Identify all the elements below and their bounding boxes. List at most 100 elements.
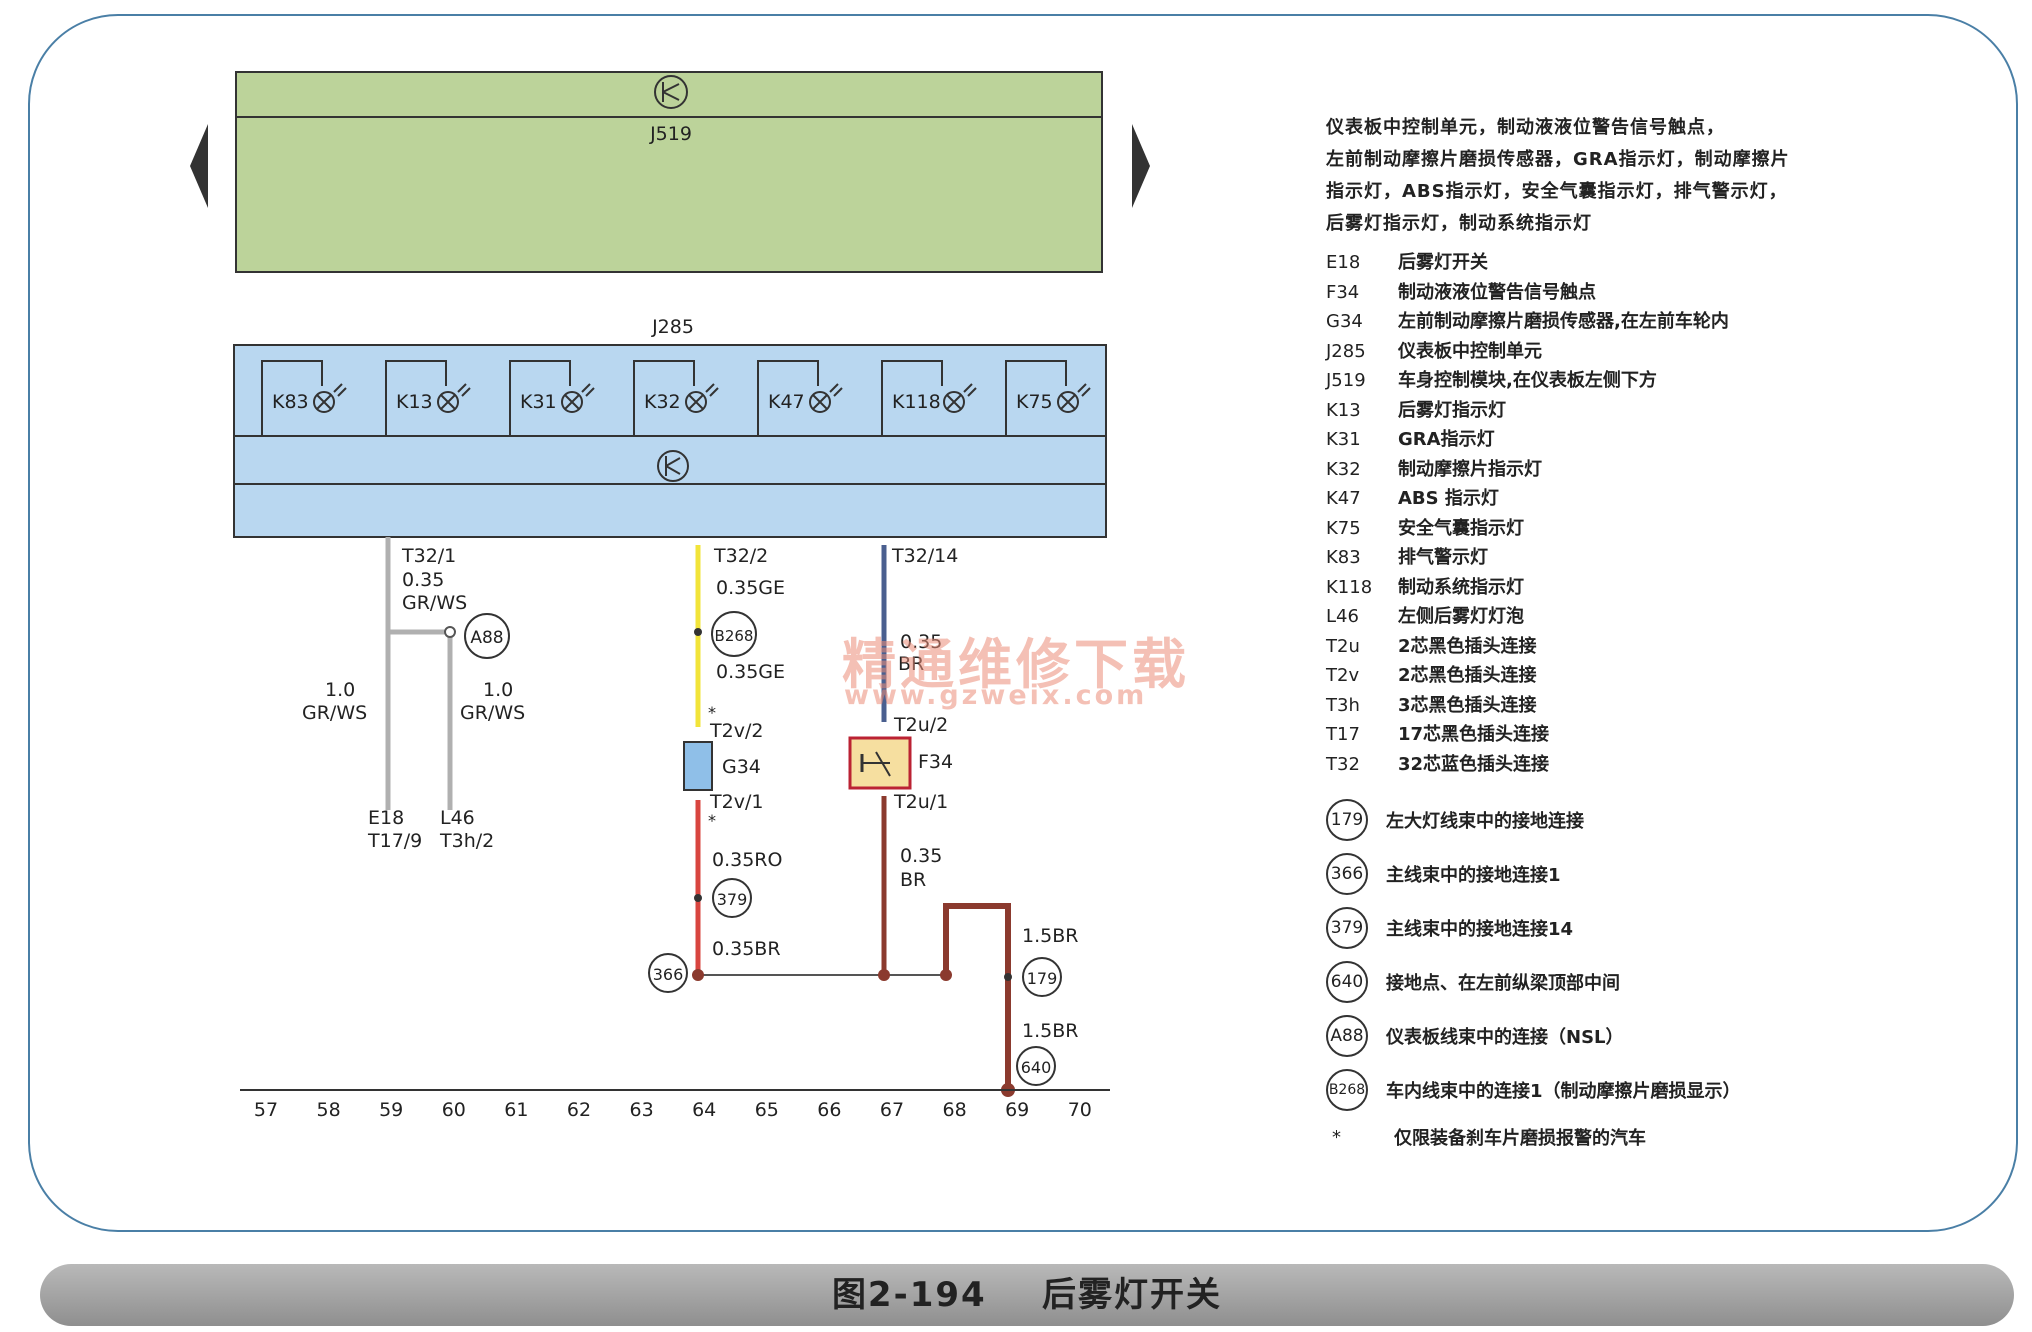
- watermark-url: www.gzweix.com: [844, 680, 1148, 711]
- description-line: 左前制动摩擦片磨损传感器，GRA指示灯，制动摩擦片: [1326, 149, 1790, 170]
- pin-t2u-1: T2u/1: [893, 791, 948, 813]
- lamp-k13: K13: [385, 360, 471, 436]
- figure-title: 后雾灯开关: [1042, 1275, 1223, 1315]
- asterisk-mark: *: [708, 703, 716, 722]
- j519-module: [235, 71, 1103, 273]
- bulb-icon: [809, 391, 831, 413]
- ground-379: 379: [712, 878, 752, 918]
- wire-label: 1.5BR: [1022, 1020, 1078, 1042]
- pin-t32-1: T32/1: [401, 545, 456, 567]
- wire-label: 0.35RO: [712, 849, 782, 871]
- track-number: 67: [880, 1099, 904, 1121]
- pin-t2u-2: T2u/2: [893, 714, 948, 736]
- ground-179: 179: [1022, 957, 1062, 997]
- ground-640: 640: [1016, 1046, 1056, 1086]
- wire-size-label: 0.35: [900, 845, 942, 867]
- track-number: 61: [504, 1099, 528, 1121]
- pin-t2v-1: T2v/1: [709, 791, 763, 813]
- track-number: 65: [755, 1099, 779, 1121]
- lamp-k32: K32: [633, 360, 719, 436]
- bulb-icon: [313, 391, 335, 413]
- track-number: 60: [442, 1099, 466, 1121]
- lamp-k83: K83: [261, 360, 347, 436]
- lamp-label: K31: [520, 391, 557, 413]
- next-page-arrow-icon[interactable]: [1132, 124, 1150, 208]
- connector-b268: B268: [711, 611, 757, 657]
- previous-page-arrow-icon[interactable]: [190, 124, 208, 208]
- lamp-k118: K118: [881, 360, 977, 436]
- wire-color-label: GR/WS: [402, 592, 467, 614]
- track-number: 66: [817, 1099, 841, 1121]
- lamp-label: K75: [1016, 391, 1053, 413]
- pin-t32-14: T32/14: [891, 545, 958, 567]
- f34-contact: [848, 736, 912, 790]
- wire-label: 1.5BR: [1022, 925, 1078, 947]
- legend-panel: 仪表板中控制单元，制动液液位警告信号触点，左前制动摩擦片磨损传感器，GRA指示灯…: [1326, 112, 1966, 1157]
- indicator-lamps: K83 K13 K31 K32 K47 K118 K75: [261, 360, 1091, 436]
- wire-color-label: BR: [900, 869, 926, 891]
- wire-color-label: GR/WS: [460, 702, 525, 724]
- caption-bar: 图2-194 后雾灯开关: [40, 1264, 2014, 1326]
- svg-text:366: 366: [653, 965, 684, 984]
- f34-label: F34: [918, 751, 953, 773]
- asterisk-mark: *: [708, 811, 716, 830]
- lamp-label: K32: [644, 391, 681, 413]
- lamp-label: K47: [768, 391, 805, 413]
- description-line: 后雾灯指示灯，制动系统指示灯: [1326, 213, 1592, 234]
- ground-366: 366: [648, 953, 688, 993]
- svg-text:179: 179: [1027, 969, 1058, 988]
- track-number: 58: [317, 1099, 341, 1121]
- svg-text:B268: B268: [715, 627, 754, 645]
- bulb-icon: [685, 391, 707, 413]
- lamp-label: K118: [892, 391, 941, 413]
- pin-l46: L46: [440, 807, 475, 829]
- wire-label: 0.35BR: [712, 938, 781, 960]
- watermark-text: 精通维修下载: [842, 633, 1190, 696]
- svg-text:379: 379: [717, 890, 748, 909]
- wire-size-label: 1.0: [483, 679, 513, 701]
- wire-label: 0.35: [900, 631, 942, 653]
- j285-label: J285: [651, 316, 694, 338]
- bulb-icon: [437, 391, 459, 413]
- connector-a88: A88: [464, 613, 510, 659]
- track-number: 68: [943, 1099, 967, 1121]
- track-number: 59: [379, 1099, 403, 1121]
- lamp-label: K13: [396, 391, 433, 413]
- g34-sensor: [683, 741, 713, 791]
- svg-text:640: 640: [1021, 1058, 1052, 1077]
- track-number: 70: [1068, 1099, 1092, 1121]
- lamp-k75: K75: [1005, 360, 1091, 436]
- bulb-icon: [561, 391, 583, 413]
- pin-t2v-2: T2v/2: [709, 720, 763, 742]
- track-number: 69: [1005, 1099, 1029, 1121]
- description-line: 指示灯，ABS指示灯，安全气囊指示灯，排气警示灯，: [1326, 181, 1788, 202]
- g34-label: G34: [722, 756, 761, 778]
- figure-number: 图2-194: [831, 1275, 987, 1315]
- bulb-icon: [1057, 391, 1079, 413]
- track-number: 57: [254, 1099, 278, 1121]
- bulb-icon: [943, 391, 965, 413]
- transistor-icon: [657, 450, 689, 482]
